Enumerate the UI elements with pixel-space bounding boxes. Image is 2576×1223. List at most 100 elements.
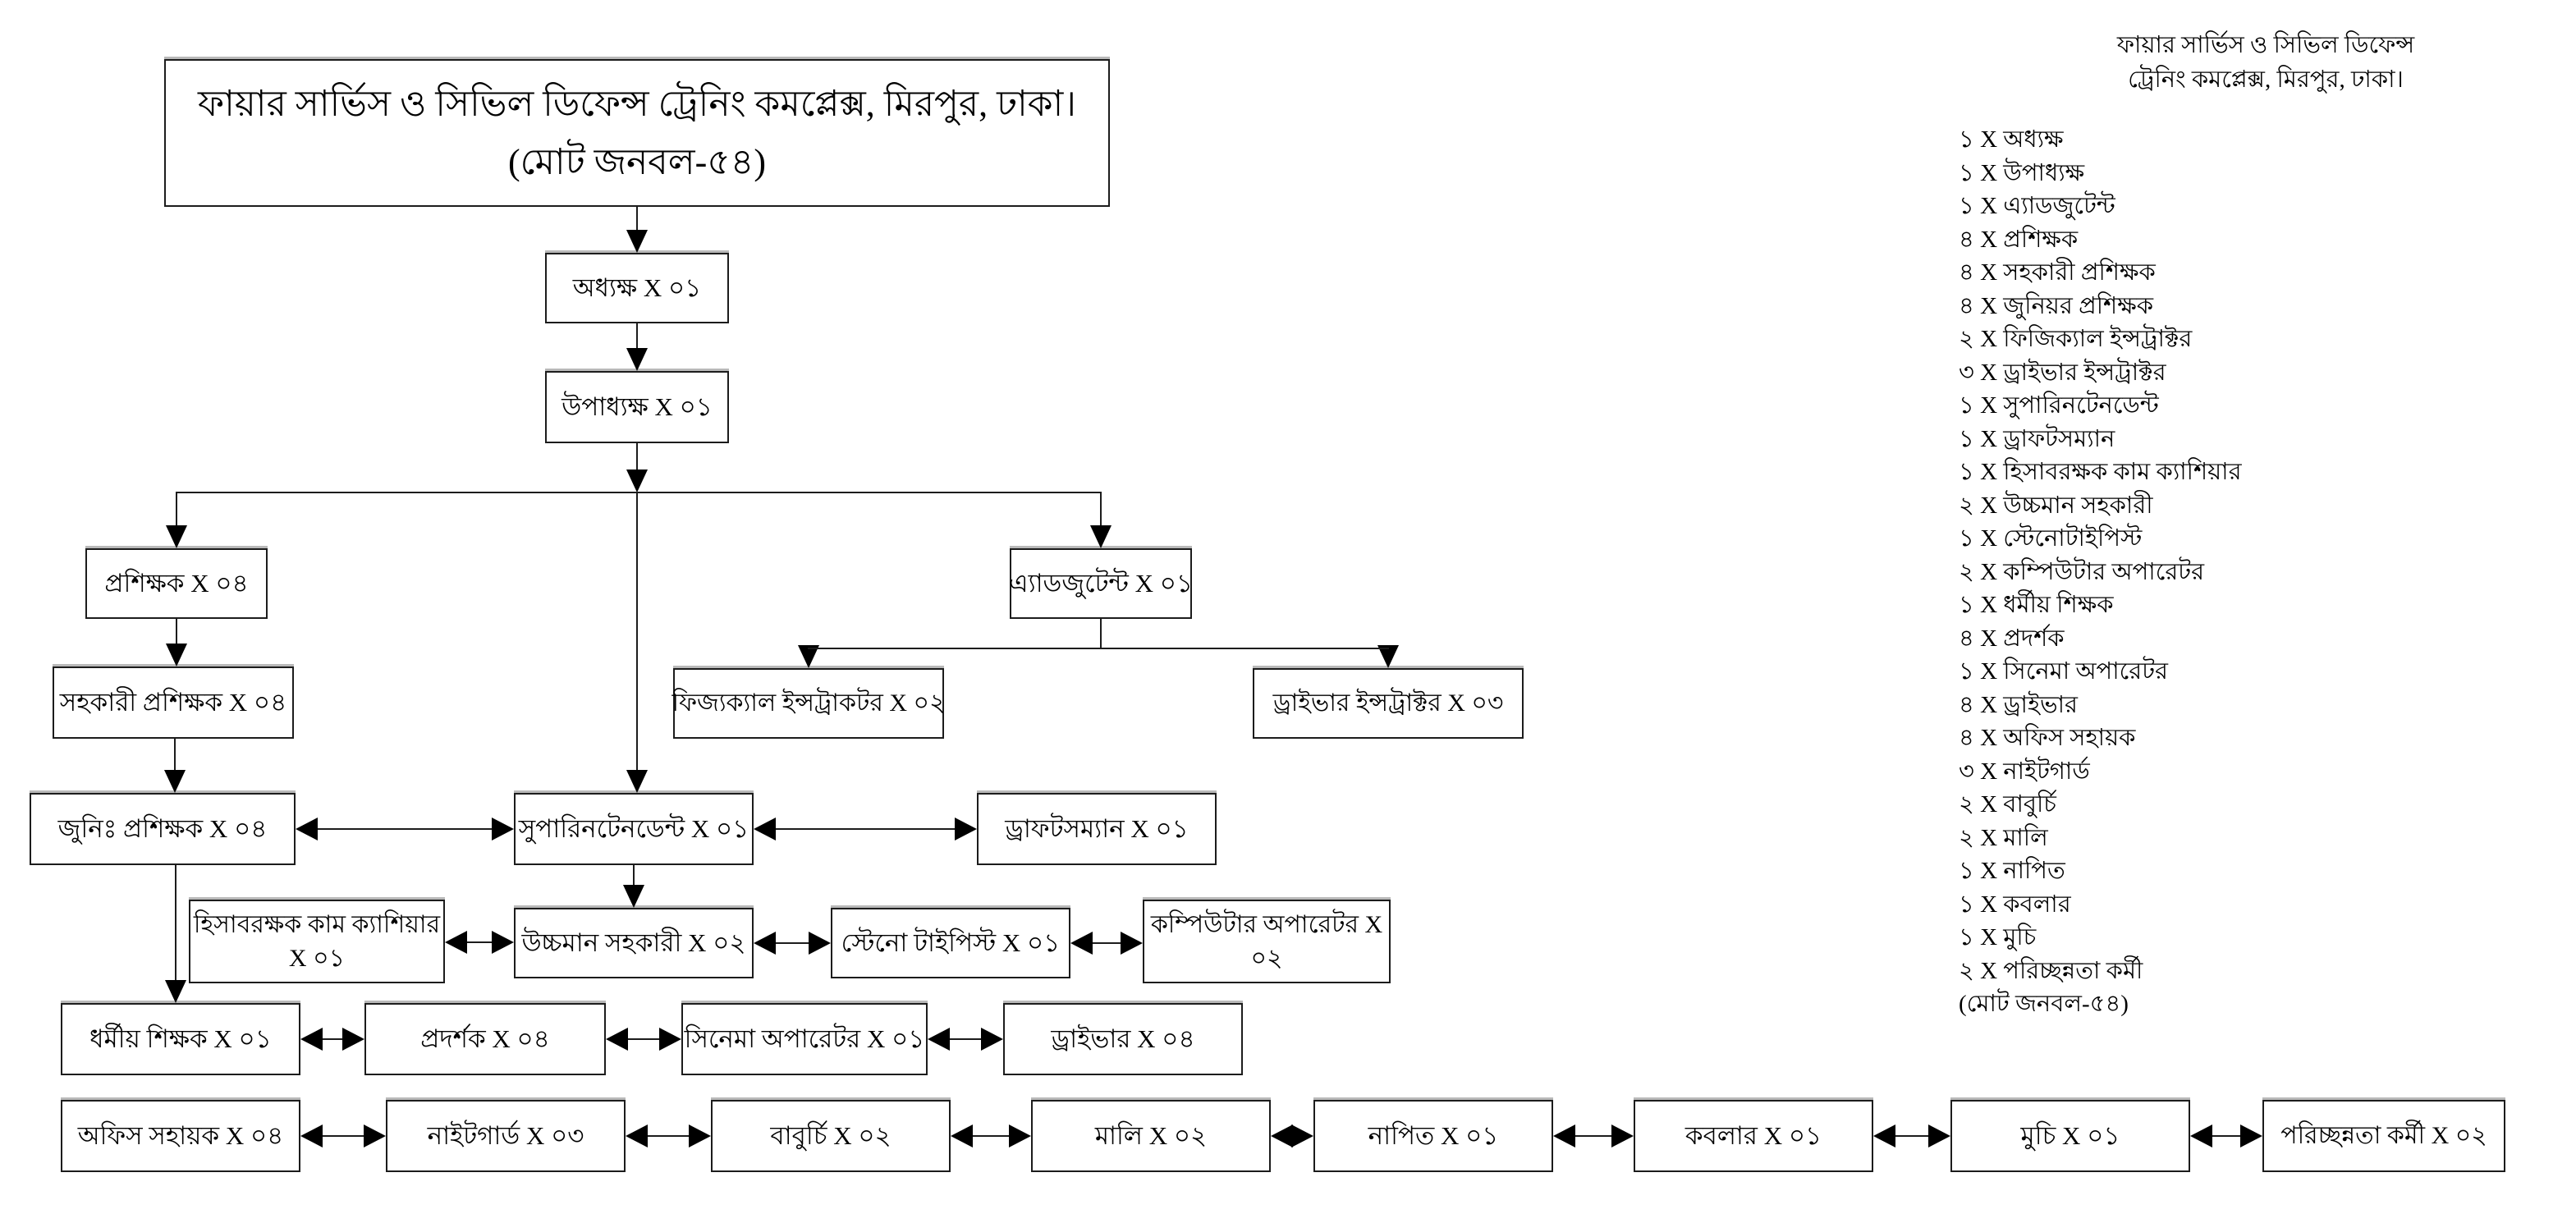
legend-header-line1: ফায়ার সার্ভিস ও সিভিল ডিফেন্স	[2116, 32, 2415, 58]
down-arrow-icon	[626, 770, 648, 793]
double-arrow-right-icon	[955, 818, 977, 841]
org-box-label: ফায়ার সার্ভিস ও সিভিল ডিফেন্স ট্রেনিং ক…	[197, 84, 1077, 124]
org-box-physical-instructor: ফিজ্যক্যাল ইন্সট্রাকটর X ০২	[672, 668, 946, 739]
org-box-cinema-operator: সিনেমা অপারেটর X ০১	[681, 1003, 928, 1075]
legend-header: ফায়ার সার্ভিস ও সিভিল ডিফেন্স ট্রেনিং ক…	[1970, 28, 2561, 97]
legend-item: ১ X সিনেমা অপারেটর	[1959, 658, 2169, 685]
org-box-label: ড্রাইভার ইন্সট্রাক্টর X ০৩	[1272, 689, 1504, 717]
connector-line	[936, 1038, 995, 1040]
org-box-label: সহকারী প্রশিক্ষক X ০৪	[59, 687, 287, 717]
org-box-title: ফায়ার সার্ভিস ও সিভিল ডিফেন্স ট্রেনিং ক…	[164, 59, 1110, 207]
legend-item: ১ X এ্যাডজুটেন্ট	[1959, 193, 2115, 219]
org-box-label: সুপারিনটেনডেন্ট X ০১	[518, 813, 749, 843]
org-box-label: নাইটগার্ড X ০৩	[427, 1120, 584, 1150]
org-box-label: উপাধ্যক্ষ X ০১	[561, 392, 713, 421]
org-box-superintendent: সুপারিনটেনডেন্ট X ০১	[514, 793, 754, 865]
connector-line	[309, 1038, 356, 1040]
org-box-night-guard: নাইটগার্ড X ০৩	[386, 1100, 626, 1172]
org-box-adjutant: এ্যাডজুটেন্ট X ০১	[1009, 548, 1194, 619]
double-arrow-left-icon	[296, 818, 318, 841]
connector-line	[959, 1135, 1023, 1137]
legend-item: ২ X কম্পিউটার অপারেটর	[1959, 558, 2205, 585]
org-box-label: ড্রাফটসম্যান X ০১	[1005, 813, 1189, 843]
double-arrow-left-icon	[1070, 932, 1093, 955]
org-box-cook: বাবুর্চি X ০২	[711, 1100, 951, 1172]
org-box-steno-typist: স্টেনো টাইপিস্ট X ০১	[831, 908, 1070, 978]
double-arrow-left-icon	[445, 931, 467, 954]
connector-line	[174, 739, 176, 773]
connector-line	[636, 443, 638, 473]
legend-item: ১ X স্টেনোটাইপিস্ট	[1959, 525, 2143, 552]
legend-item: ১ X অধ্যক্ষ	[1959, 126, 2064, 153]
double-arrow-left-icon	[754, 932, 776, 955]
connector-line	[453, 941, 506, 943]
legend-item: ১ X ধর্মীয় শিক্ষক	[1959, 592, 2114, 618]
double-arrow-right-icon	[689, 1125, 711, 1147]
org-box-label: নাপিত X ০১	[1368, 1120, 1499, 1150]
legend-item: ৩ X ড্রাইভার ইন্সট্রাক্টর	[1959, 359, 2166, 386]
double-arrow-right-icon	[492, 931, 514, 954]
down-arrow-icon	[166, 644, 187, 666]
org-box-demonstrator: প্রদর্শক X ০৪	[364, 1003, 606, 1075]
org-box-religious-teacher: ধর্মীয় শিক্ষক X ০১	[61, 1003, 300, 1075]
org-box-label: কম্পিউটার অপারেটর X	[1150, 910, 1383, 938]
connector-line	[176, 492, 1102, 493]
connector-line	[1561, 1135, 1625, 1137]
double-arrow-right-icon	[1121, 932, 1143, 955]
org-box-label: কবলার X ০১	[1684, 1120, 1822, 1150]
legend-item: ২ X মালি	[1959, 824, 2048, 851]
connector-line	[762, 942, 823, 944]
legend-item: ২ X উচ্চমান সহকারী	[1959, 492, 2153, 519]
double-arrow-left-icon	[928, 1028, 950, 1051]
double-arrow-left-icon	[300, 1028, 323, 1051]
org-box-label: ধর্মীয় শিক্ষক X ০১	[89, 1024, 272, 1053]
org-box-label: এ্যাডজুটেন্ট X ০১	[1009, 568, 1194, 598]
connector-line	[2198, 1135, 2254, 1137]
org-box-cleaner: পরিচ্ছন্নতা কর্মী X ০২	[2262, 1100, 2505, 1172]
connector-line	[1882, 1135, 1942, 1137]
connector-line	[176, 619, 177, 647]
double-arrow-left-icon	[951, 1125, 973, 1147]
org-box-label: অফিস সহায়ক X ০৪	[77, 1120, 284, 1150]
org-box-driver-instructor: ড্রাইভার ইন্সট্রাক্টর X ০৩	[1253, 668, 1524, 739]
legend-item: ২ X ফিজিক্যাল ইন্সট্রাক্টর	[1959, 326, 2193, 352]
double-arrow-right-icon	[1611, 1125, 1634, 1147]
legend-item: ৩ X নাইটগার্ড	[1959, 758, 2090, 785]
connector-line	[614, 1038, 673, 1040]
double-arrow-left-icon	[606, 1028, 628, 1051]
connector-line	[1100, 619, 1102, 648]
connector-line	[636, 493, 638, 773]
double-arrow-right-icon	[1928, 1125, 1950, 1147]
double-arrow-right-icon	[2240, 1125, 2262, 1147]
org-box-upper-division-assistant: উচ্চমান সহকারী X ০২	[514, 908, 754, 978]
legend-item: ১ X নাপিত	[1959, 858, 2065, 884]
double-arrow-right-icon	[364, 1125, 386, 1147]
org-box-cobbler: কবলার X ০১	[1634, 1100, 1873, 1172]
org-box-label: স্টেনো টাইপিস্ট X ০১	[841, 928, 1061, 957]
connector-line	[175, 865, 176, 983]
org-box-principal: অধ্যক্ষ X ০১	[545, 253, 729, 323]
legend-item: ১ X ড্রাফটসম্যান	[1959, 425, 2115, 452]
double-arrow-left-icon	[754, 818, 776, 841]
org-box-label: অধ্যক্ষ X ০১	[572, 273, 702, 302]
legend-item: ২ X পরিচ্ছন্নতা কর্মী	[1959, 957, 2143, 984]
double-arrow-right-icon	[981, 1028, 1003, 1051]
legend-item: ৪ X প্রদর্শক	[1959, 625, 2065, 652]
connector-line	[634, 1135, 703, 1137]
legend-item: ৪ X প্রশিক্ষক	[1959, 226, 2079, 253]
org-box-assistant-instructor: সহকারী প্রশিক্ষক X ০৪	[53, 666, 294, 739]
double-arrow-right-icon	[492, 818, 514, 841]
org-box-label: উচ্চমান সহকারী X ০২	[521, 928, 746, 957]
connector-line	[1100, 493, 1102, 529]
org-box-label: (মোট জনবল-৫৪)	[508, 142, 766, 182]
org-box-driver: ড্রাইভার X ০৪	[1003, 1003, 1243, 1075]
legend-item: ৪ X জুনিয়র প্রশিক্ষক	[1959, 292, 2153, 319]
legend-item: ৪ X সহকারী প্রশিক্ষক	[1959, 259, 2156, 286]
legend-item: ১ X হিসাবরক্ষক কাম ক্যাশিয়ার	[1959, 459, 2242, 485]
legend-total: (মোট জনবল-৫৪)	[1959, 991, 2129, 1017]
double-arrow-left-icon	[626, 1125, 648, 1147]
